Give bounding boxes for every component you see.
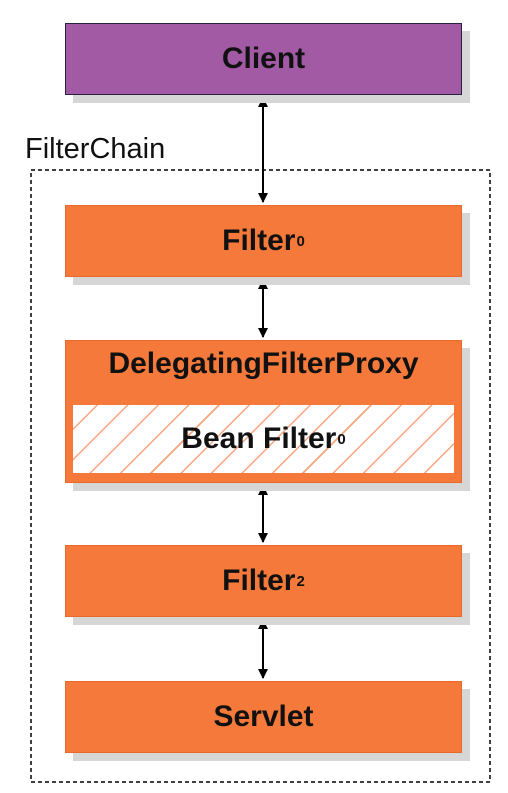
filter-chain-boundary	[30, 169, 491, 783]
servlet-label: Servlet	[213, 700, 314, 733]
filter0-label: Filter	[222, 224, 296, 257]
delegating-filter-proxy-label: DelegatingFilterProxy	[108, 347, 419, 380]
filter2-label: Filter	[222, 564, 296, 597]
filter-chain-label: FilterChain	[25, 133, 166, 165]
client-label: Client	[221, 42, 306, 75]
filter0-subscript: 0	[296, 232, 305, 250]
filter2-subscript: 2	[296, 572, 305, 590]
servlet-box: Servlet	[65, 681, 462, 753]
client-box: Client	[65, 23, 462, 95]
bean-filter-label: Bean Filter	[181, 422, 337, 455]
bean-filter-subscript: 0	[337, 430, 346, 448]
